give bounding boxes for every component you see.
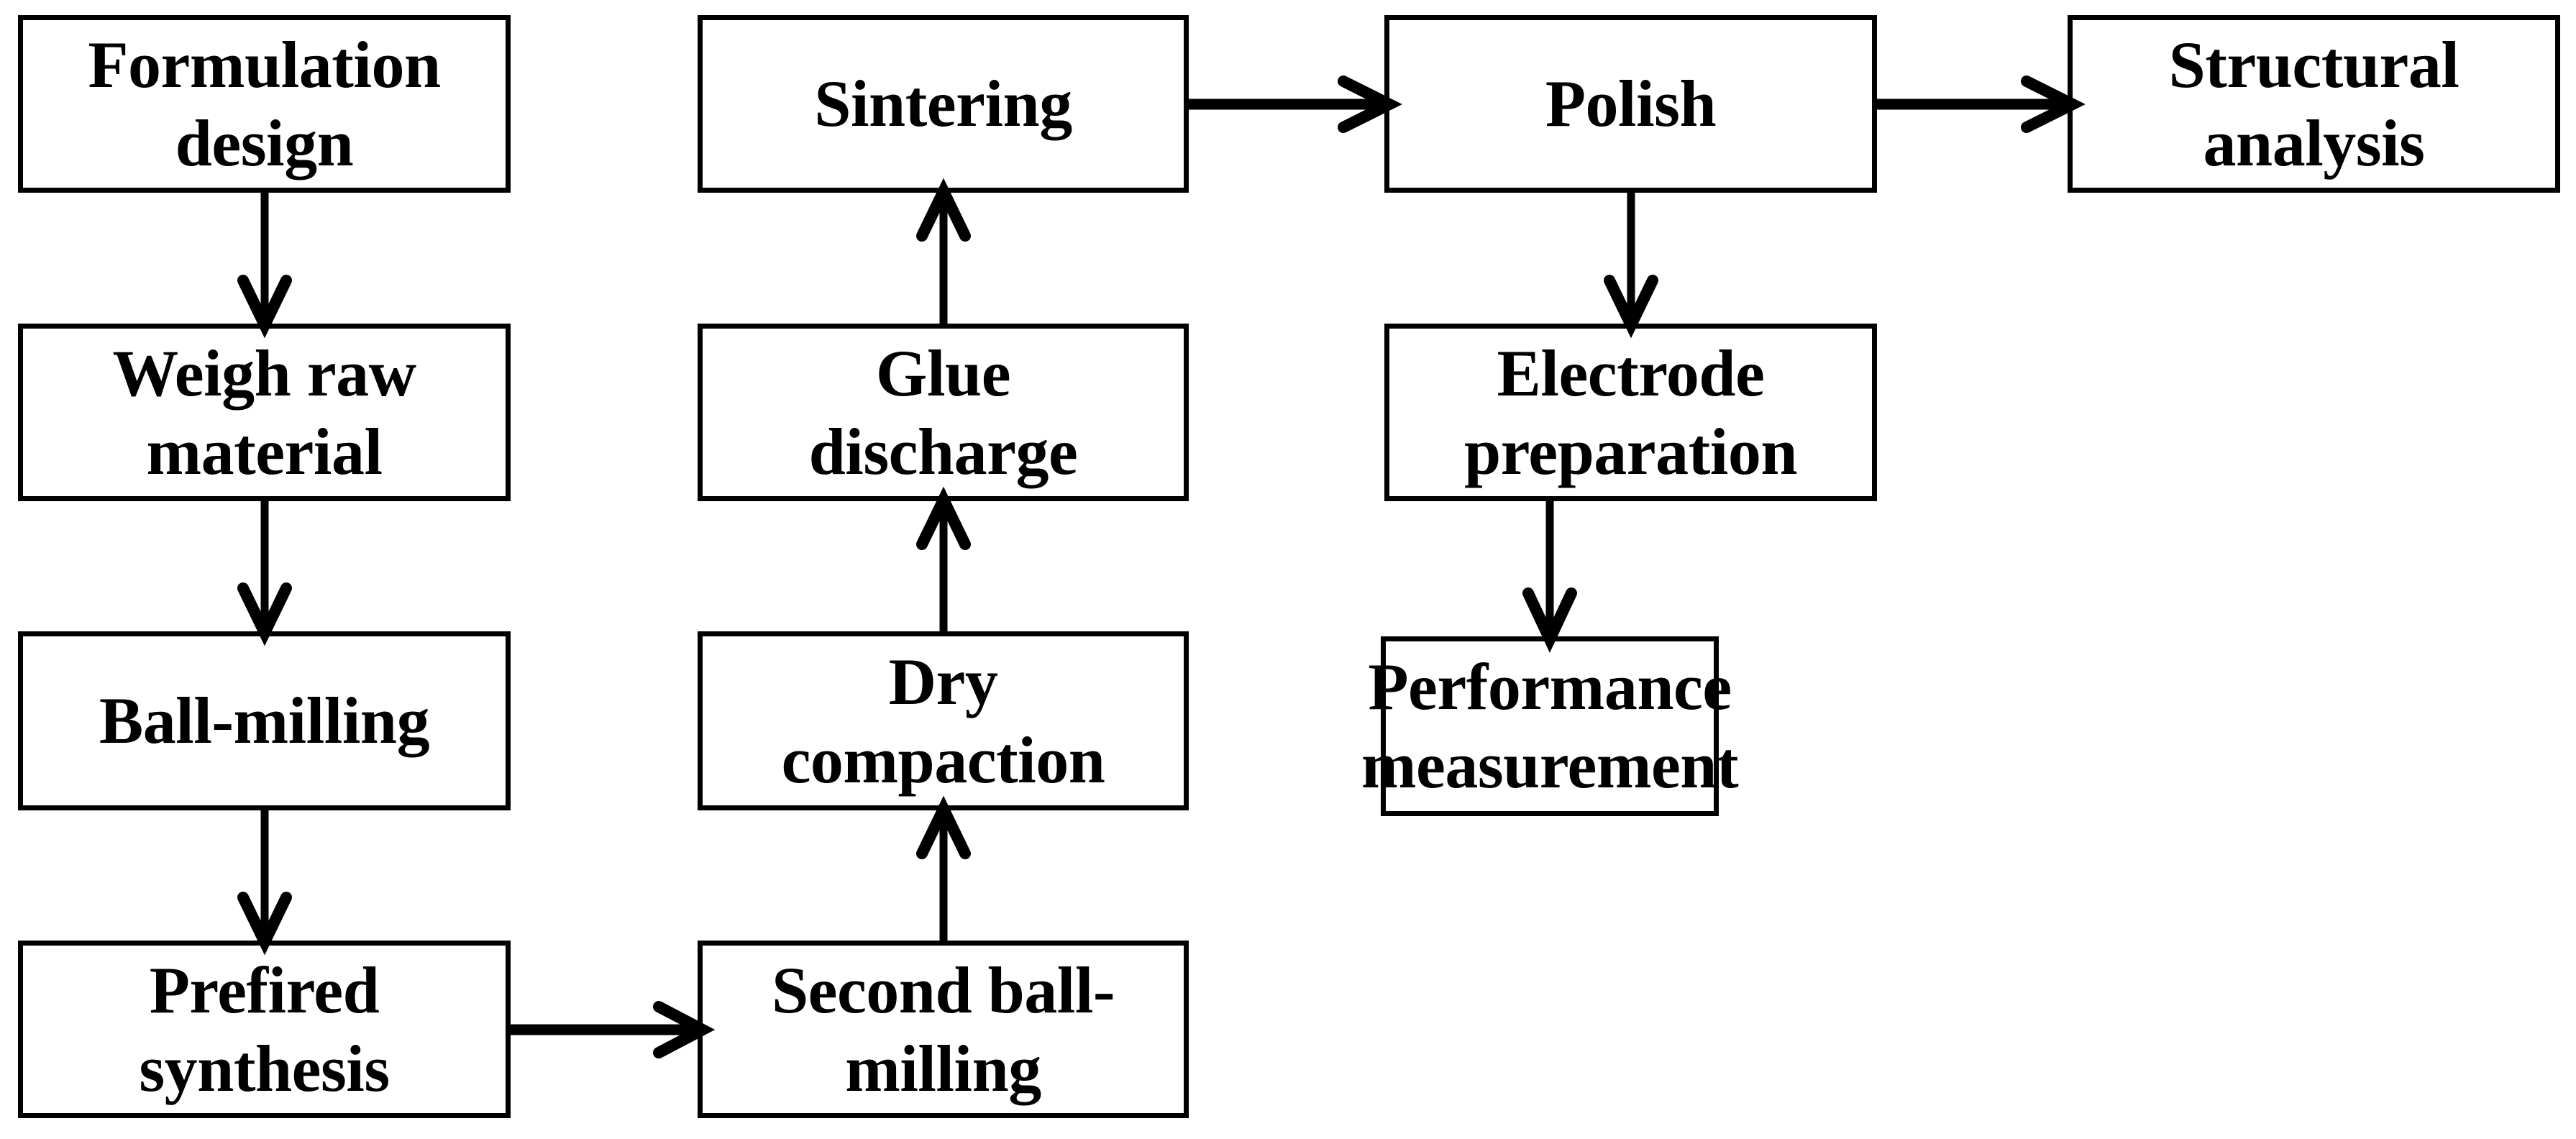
node-label: Structural analysis	[2168, 27, 2459, 180]
node-structural-analysis[interactable]: Structural analysis	[2068, 15, 2560, 193]
node-label: Glue discharge	[808, 336, 1078, 488]
arrowhead-right-open	[653, 1001, 716, 1058]
node-prefired-synthesis[interactable]: Prefired synthesis	[18, 941, 511, 1118]
arrowhead-down-open	[237, 582, 292, 646]
node-performance-measurement[interactable]: Performance measurement	[1361, 636, 1739, 816]
node-second-ball-milling[interactable]: Second ball- milling	[698, 941, 1189, 1118]
arrowhead-right-open	[1338, 76, 1402, 133]
node-label: Weigh raw material	[112, 336, 416, 488]
node-label: Electrode preparation	[1463, 336, 1798, 488]
node-label: Polish	[1545, 67, 1717, 141]
arrowhead-up-open	[916, 178, 971, 242]
node-label: Ball-milling	[99, 684, 430, 758]
arrowhead-up-open	[916, 795, 971, 859]
arrowhead-down-open	[237, 275, 292, 339]
node-label: Sintering	[814, 67, 1072, 141]
arrowhead-right-open	[2021, 76, 2086, 133]
arrowhead-up-open	[916, 486, 971, 550]
node-label: Second ball- milling	[771, 953, 1115, 1105]
node-polish[interactable]: Polish	[1384, 15, 1877, 193]
node-ball-milling[interactable]: Ball-milling	[18, 631, 511, 810]
arrowhead-down-open	[1604, 275, 1658, 339]
node-label: Dry compaction	[781, 644, 1105, 797]
arrowhead-down-open	[237, 892, 292, 956]
node-label: Performance measurement	[1361, 650, 1739, 802]
node-electrode-preparation[interactable]: Electrode preparation	[1384, 324, 1877, 501]
node-label: Formulation design	[88, 27, 441, 180]
arrowhead-down-open	[1522, 587, 1577, 653]
node-formulation-design[interactable]: Formulation design	[18, 15, 511, 193]
node-label: Prefired synthesis	[139, 953, 390, 1105]
node-dry-compaction[interactable]: Dry compaction	[698, 631, 1189, 810]
node-glue-discharge[interactable]: Glue discharge	[698, 324, 1189, 501]
